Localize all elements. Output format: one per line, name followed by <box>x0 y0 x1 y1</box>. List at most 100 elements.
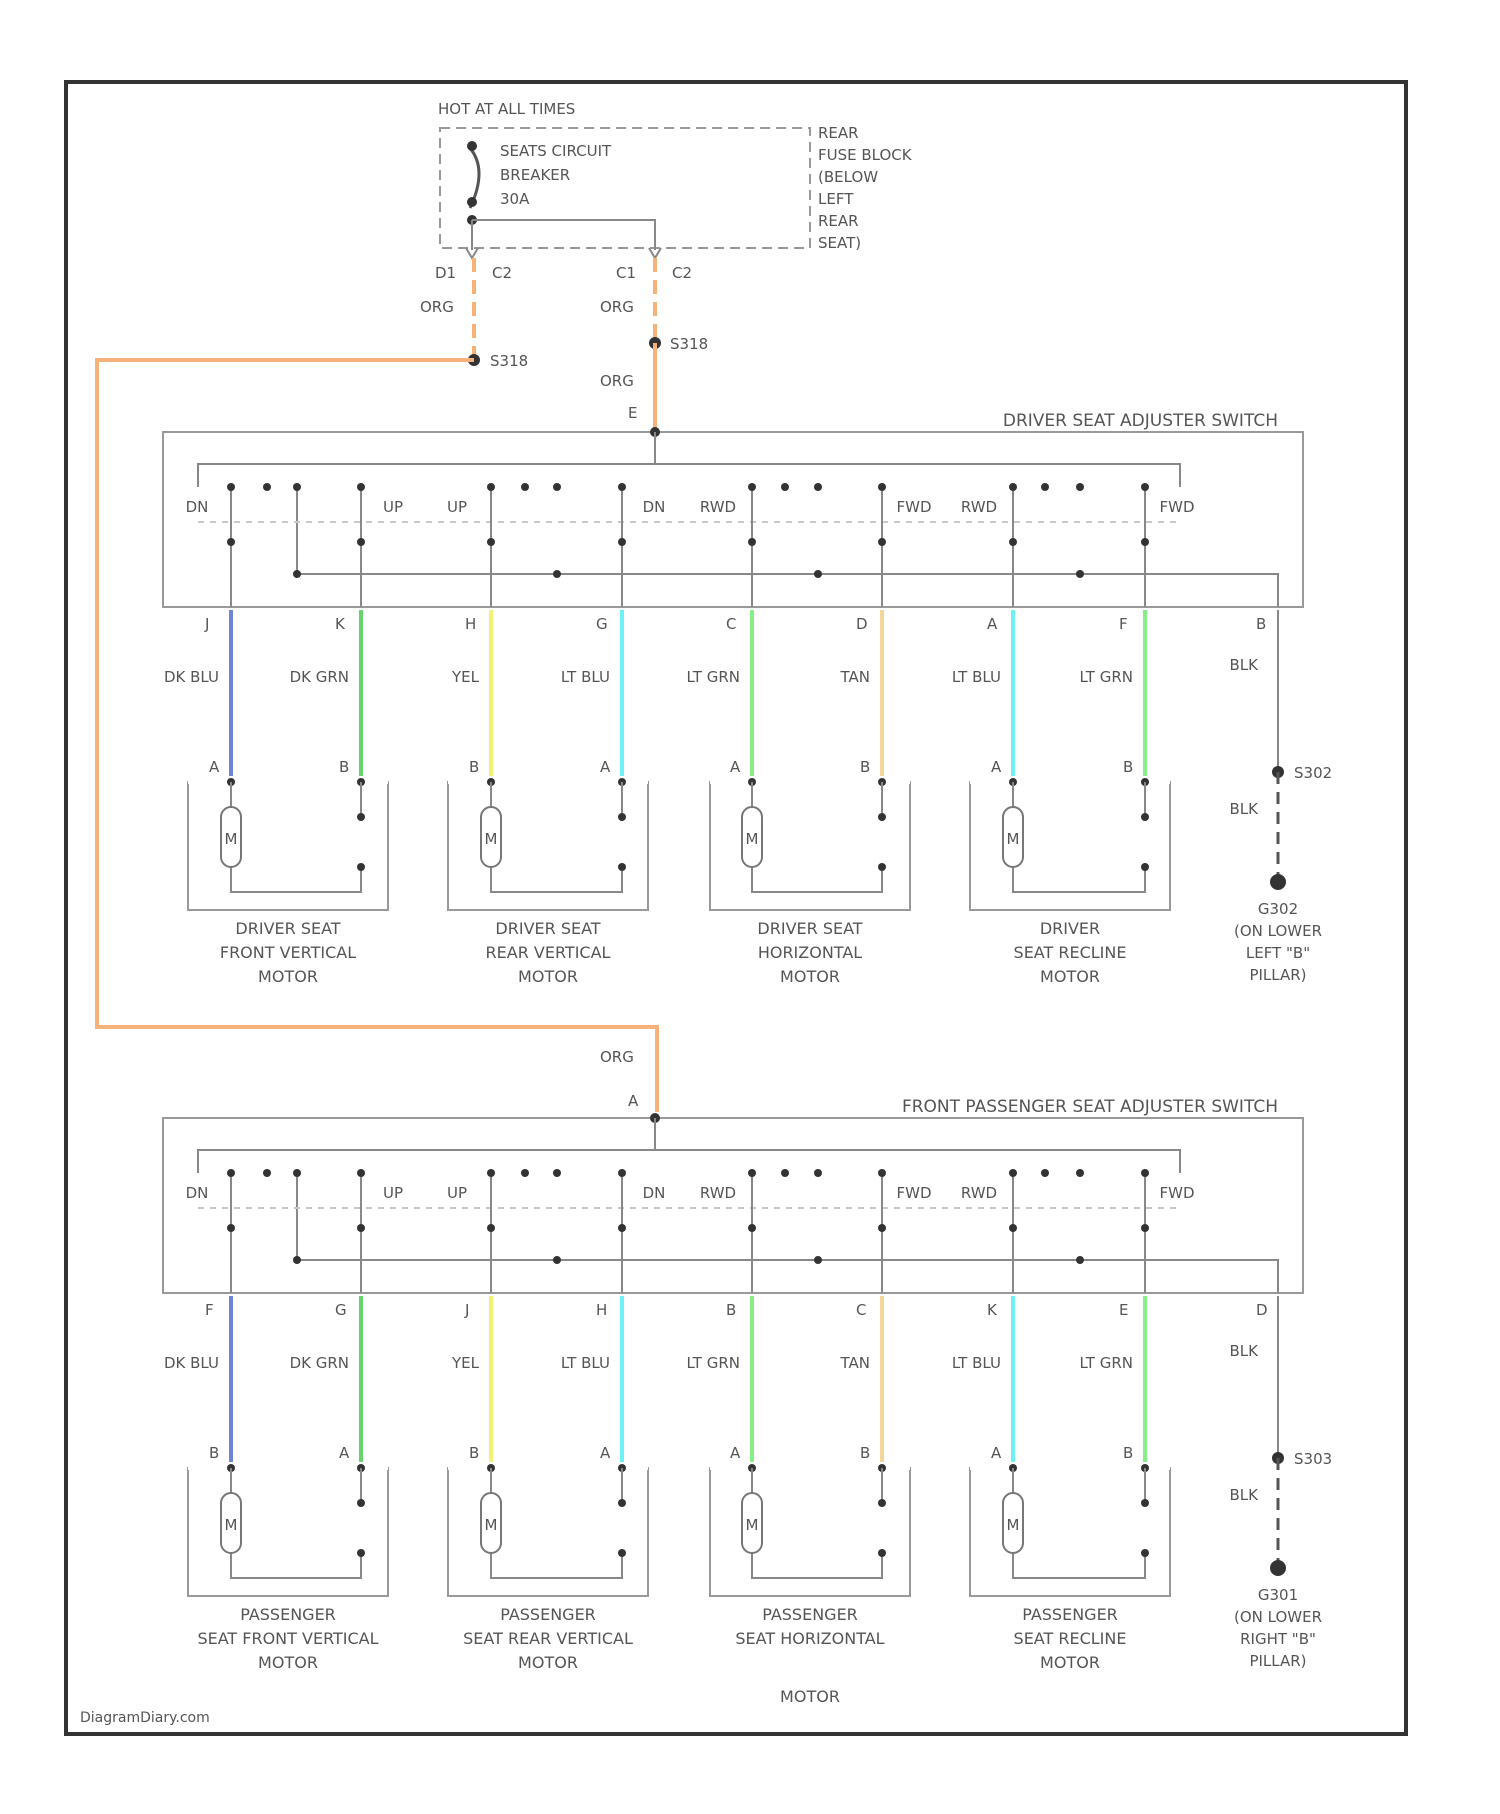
driver-switch-top-bus <box>198 464 1180 487</box>
driver-motor-label-2-1: HORIZONTAL <box>758 943 862 962</box>
driver-input-pin-e: E <box>628 404 637 422</box>
driver-switch-pin-6: A <box>987 615 998 633</box>
passenger-motor-contact-b-2 <box>878 1549 886 1557</box>
driver-motor-pin-right-1: A <box>600 758 611 776</box>
driver-switch-contact-0 <box>227 483 235 491</box>
fuse-block-label-line5: REAR <box>818 212 859 230</box>
driver-switch-ground-node-0 <box>293 570 301 578</box>
passenger-switch-contact-5 <box>878 1169 886 1177</box>
driver-ground-point <box>1270 874 1286 890</box>
fuse-block-outline <box>440 128 810 248</box>
driver-motor-contact-b-3 <box>1141 863 1149 871</box>
driver-switch-box <box>163 432 1303 607</box>
driver-wire-label-0: DK BLU <box>164 668 219 686</box>
driver-wire-label-2: YEL <box>451 668 480 686</box>
passenger-motor-pin-left-2: A <box>730 1444 741 1462</box>
passenger-switch-contact-1 <box>357 1169 365 1177</box>
driver-switch-pin-5: D <box>856 615 868 633</box>
passenger-motor-box-0 <box>188 1468 388 1596</box>
passenger-switch-label-3: DN <box>643 1184 666 1202</box>
passenger-switch-pivot-6 <box>1009 1224 1017 1232</box>
passenger-switch-label-0: DN <box>186 1184 209 1202</box>
driver-motor-m-label-3: M <box>1007 830 1020 848</box>
driver-wire-label-7: LT GRN <box>1080 668 1134 686</box>
passenger-wire-label-4: LT GRN <box>687 1354 741 1372</box>
driver-wire-label-6: LT BLU <box>952 668 1001 686</box>
fuse-block-label-line6: SEAT) <box>818 234 861 252</box>
passenger-switch-common-2 <box>521 1169 529 1177</box>
passenger-motor-label-1-2: MOTOR <box>518 1653 578 1672</box>
passenger-motor-top-gap-3 <box>970 1462 1170 1470</box>
passenger-switch-label-1: UP <box>383 1184 403 1202</box>
passenger-switch-box <box>163 1118 1303 1293</box>
driver-motor-label-2-2: MOTOR <box>780 967 840 986</box>
passenger-switch-pin-3: H <box>596 1301 607 1319</box>
driver-motor-box-2 <box>710 782 910 910</box>
fuse-block-label-line4: LEFT <box>818 190 854 208</box>
breaker-label-line2: BREAKER <box>500 166 570 184</box>
passenger-switch-ground-node-2 <box>814 1256 822 1264</box>
driver-motor-contact-b-1 <box>618 863 626 871</box>
driver-motor-contact-a-0 <box>357 813 365 821</box>
passenger-switch-pivot-5 <box>878 1224 886 1232</box>
passenger-switch-contact-2 <box>487 1169 495 1177</box>
driver-motor-label-3-2: MOTOR <box>1040 967 1100 986</box>
passenger-switch-contact-6 <box>1009 1169 1017 1177</box>
driver-switch-pivot-3 <box>618 538 626 546</box>
passenger-extra-motor-label: MOTOR <box>780 1687 840 1706</box>
driver-motor-contact-a-2 <box>878 813 886 821</box>
passenger-switch-pivot-2 <box>487 1224 495 1232</box>
driver-ground-point-label-0: G302 <box>1258 900 1298 918</box>
wire-org-driver-label: ORG <box>600 372 634 390</box>
passenger-switch-ground-node-1 <box>553 1256 561 1264</box>
driver-switch-pivot-0 <box>227 538 235 546</box>
passenger-motor-pin-left-1: B <box>469 1444 479 1462</box>
passenger-motor-wiring-0 <box>231 1468 361 1578</box>
passenger-motor-box-1 <box>448 1468 648 1596</box>
breaker-label-line3: 30A <box>500 190 530 208</box>
driver-switch-label-4: RWD <box>700 498 736 516</box>
driver-switch-common-0 <box>263 483 271 491</box>
driver-motor-label-3-0: DRIVER <box>1040 919 1100 938</box>
passenger-motor-pin-left-3: A <box>991 1444 1002 1462</box>
passenger-ground-point <box>1270 1560 1286 1576</box>
passenger-ground-point-label-2: RIGHT "B" <box>1240 1630 1316 1648</box>
driver-wire-label-3: LT BLU <box>561 668 610 686</box>
connector-left-d1: D1 <box>435 264 456 282</box>
driver-ground-wire-label-2: BLK <box>1230 800 1260 818</box>
passenger-motor-box-2 <box>710 1468 910 1596</box>
driver-switch-label-3: DN <box>643 498 666 516</box>
passenger-motor-label-2-0: PASSENGER <box>762 1605 858 1624</box>
passenger-switch-common-3 <box>553 1169 561 1177</box>
driver-ground-point-label-2: LEFT "B" <box>1246 944 1310 962</box>
driver-switch-contact-7 <box>1141 483 1149 491</box>
driver-switch-common-2 <box>521 483 529 491</box>
passenger-switch-common-7 <box>1076 1169 1084 1177</box>
driver-motor-wiring-1 <box>491 782 622 892</box>
driver-motor-m-label-2: M <box>746 830 759 848</box>
passenger-switch-pin-2: J <box>464 1301 469 1319</box>
driver-motor-top-gap-1 <box>448 776 648 784</box>
passenger-motor-m-label-2: M <box>746 1516 759 1534</box>
driver-motor-label-2-0: DRIVER SEAT <box>757 919 862 938</box>
passenger-switch-pivot-7 <box>1141 1224 1149 1232</box>
driver-switch-pin-0: J <box>204 615 209 633</box>
driver-motor-pin-right-2: B <box>860 758 870 776</box>
driver-motor-label-1-2: MOTOR <box>518 967 578 986</box>
passenger-input-pin-a: A <box>628 1092 639 1110</box>
driver-motor-label-1-1: REAR VERTICAL <box>486 943 611 962</box>
passenger-motor-label-0-1: SEAT FRONT VERTICAL <box>197 1629 378 1648</box>
passenger-switch-common-0 <box>263 1169 271 1177</box>
passenger-wire-label-3: LT BLU <box>561 1354 610 1372</box>
driver-switch-contact-4 <box>748 483 756 491</box>
passenger-motor-label-3-2: MOTOR <box>1040 1653 1100 1672</box>
passenger-ground-point-label-0: G301 <box>1258 1586 1298 1604</box>
driver-switch-pivot-5 <box>878 538 886 546</box>
fuse-block-label-line2: FUSE BLOCK <box>818 146 913 164</box>
fuse-block-label-line1: REAR <box>818 124 859 142</box>
wire-org-passenger-feed <box>97 360 657 1112</box>
wire-org-left-label: ORG <box>420 298 454 316</box>
passenger-switch-label-4: RWD <box>700 1184 736 1202</box>
driver-switch-pivot-2 <box>487 538 495 546</box>
driver-switch-common-4 <box>781 483 789 491</box>
